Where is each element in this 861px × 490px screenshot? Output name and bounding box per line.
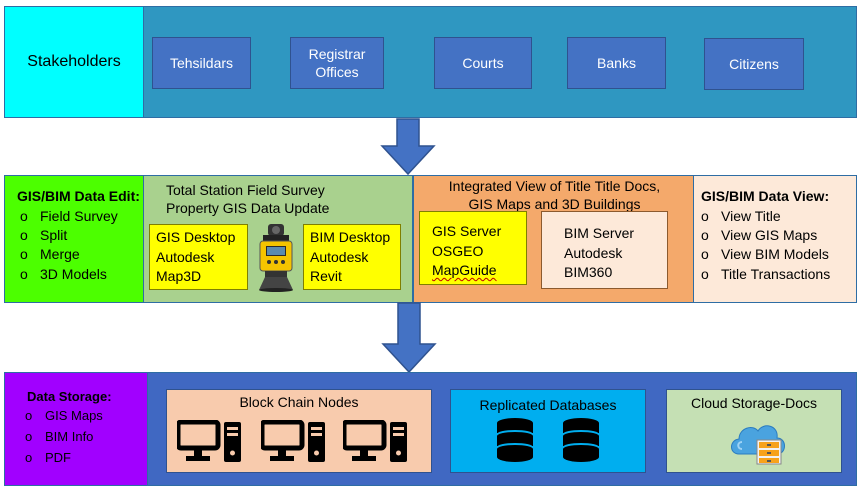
replicated-databases-label: Replicated Databases <box>479 397 617 413</box>
stakeholders-label: Stakeholders <box>27 53 121 70</box>
gis-server-line: GIS Server <box>432 223 502 239</box>
gis-server-line: MapGuide <box>432 262 497 278</box>
gis-server-line: OSGEO <box>432 242 484 259</box>
stakeholder-line: Registrar <box>308 46 366 62</box>
bim-desktop-line: BIM Desktop <box>310 229 391 245</box>
stakeholder-citizens: Citizens <box>704 38 804 90</box>
bim-server-box: BIM Server Autodesk BIM360 <box>541 211 668 289</box>
stakeholder-banks: Banks <box>567 37 666 89</box>
blockchain-nodes-box: Block Chain Nodes <box>166 389 432 473</box>
database-icon <box>563 418 599 462</box>
stakeholder-line: Tehsildars <box>169 55 234 71</box>
list-item-label: Split <box>40 227 68 244</box>
list-item-label: 3D Models <box>40 265 107 282</box>
gis-desktop-line: Autodesk <box>156 248 215 265</box>
replicated-databases-box: Replicated Databases <box>450 389 646 473</box>
list-item-label: Field Survey <box>40 208 118 224</box>
integrated-view-line1: Integrated View of Title Title Docs, <box>448 178 661 194</box>
list-item-label: View GIS Maps <box>721 227 818 244</box>
list-item-label: GIS Maps <box>45 408 103 423</box>
integrated-view-box: Integrated View of Title Title Docs, GIS… <box>413 175 694 303</box>
bim-server-line: Autodesk <box>564 244 623 261</box>
blockchain-nodes-label: Block Chain Nodes <box>239 394 359 410</box>
list-item-label: PDF <box>45 450 71 465</box>
computer-icon <box>177 420 241 462</box>
bim-server-line: BIM360 <box>564 264 613 280</box>
field-survey-line1: Total Station Field Survey <box>166 182 325 198</box>
bim-desktop-line: Autodesk <box>310 248 369 265</box>
data-view-title: GIS/BIM Data View: <box>701 188 830 204</box>
bim-desktop-line: Revit <box>310 268 342 284</box>
down-arrow-icon <box>380 118 436 176</box>
gis-desktop-line: GIS Desktop <box>156 229 236 245</box>
down-arrow-icon <box>381 302 437 374</box>
list-item-label: View Title <box>721 208 781 224</box>
integrated-view-line2: GIS Maps and 3D Buildings <box>468 196 641 212</box>
gis-server-box: GIS Server OSGEO MapGuide <box>419 211 527 285</box>
field-survey-box: Total Station Field Survey Property GIS … <box>143 175 413 303</box>
bim-desktop-box: BIM Desktop Autodesk Revit <box>303 224 401 290</box>
computer-icon <box>261 420 325 462</box>
list-item-label: BIM Info <box>45 429 94 444</box>
bim-server-line: BIM Server <box>564 225 635 241</box>
database-icon <box>497 418 533 462</box>
stakeholders-label-box: Stakeholders <box>4 6 144 118</box>
stakeholder-line: Banks <box>597 55 636 71</box>
computer-icon <box>343 420 407 462</box>
storage-panel: Block Chain Nodes <box>147 372 857 486</box>
field-survey-line2: Property GIS Data Update <box>166 200 330 216</box>
cloud-storage-box: Cloud Storage-Docs <box>666 389 842 473</box>
list-item-label: Merge <box>40 246 80 263</box>
stakeholder-line: Courts <box>462 55 504 71</box>
stakeholder-tehsildars: Tehsildars <box>152 37 251 89</box>
data-storage-title: Data Storage: <box>27 389 112 404</box>
list-item-label: Title Transactions <box>721 265 831 282</box>
stakeholder-line: Offices <box>315 64 359 80</box>
total-station-icon <box>259 224 293 292</box>
stakeholder-courts: Courts <box>434 37 532 89</box>
data-edit-title: GIS/BIM Data Edit: <box>17 188 140 204</box>
stakeholder-registrar-offices: Registrar Offices <box>290 37 384 89</box>
cloud-storage-icon <box>731 425 785 465</box>
stakeholder-line: Citizens <box>729 56 779 72</box>
stakeholders-panel: Tehsildars Registrar Offices Courts Bank… <box>143 6 857 118</box>
list-item-label: View BIM Models <box>721 246 829 263</box>
cloud-storage-label: Cloud Storage-Docs <box>690 395 818 411</box>
gis-desktop-box: GIS Desktop Autodesk Map3D <box>149 224 248 290</box>
gis-desktop-line: Map3D <box>156 268 202 284</box>
